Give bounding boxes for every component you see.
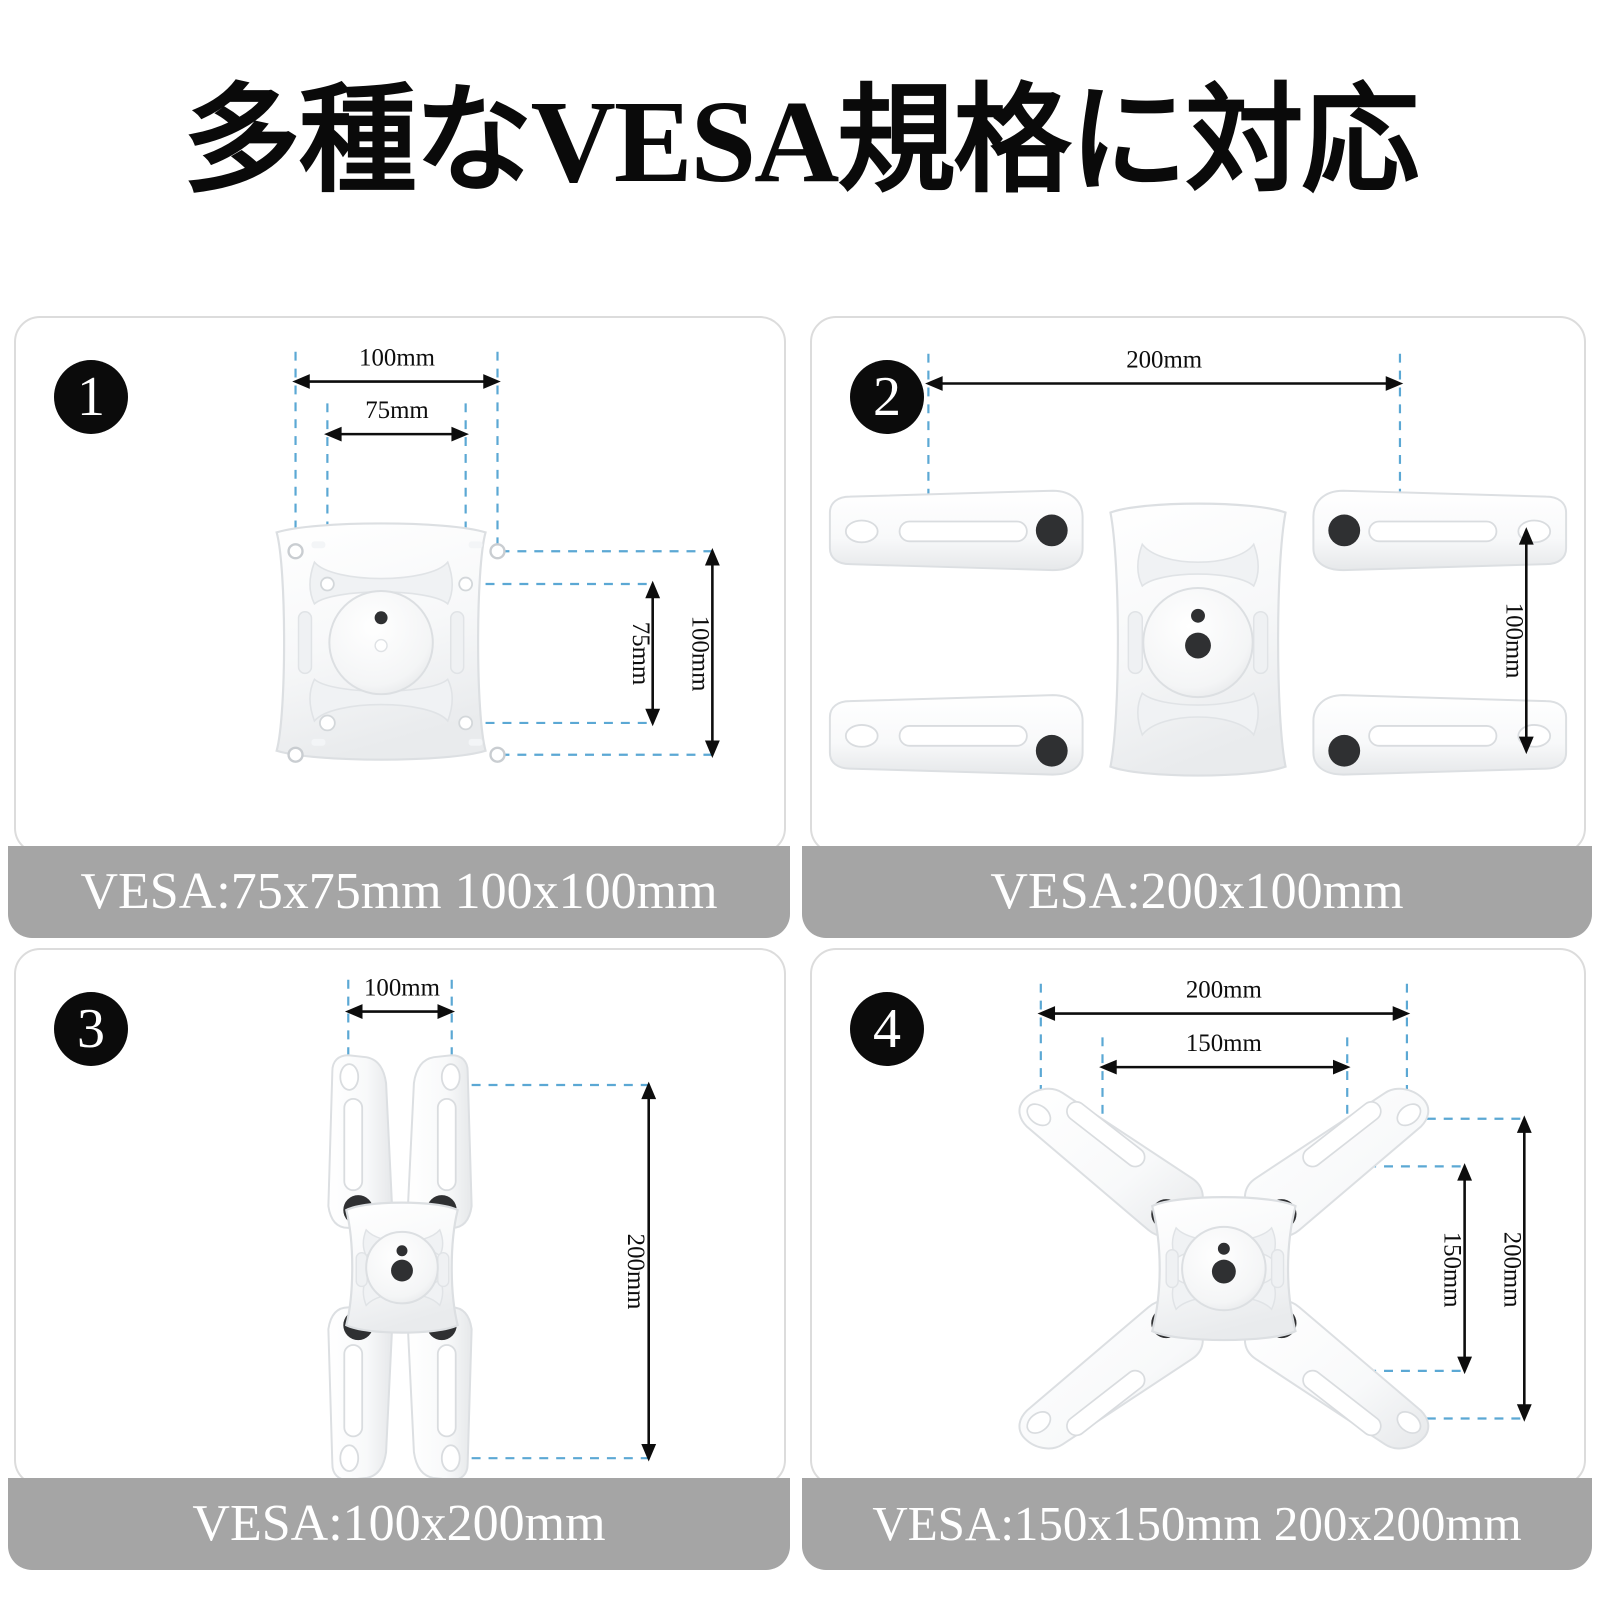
- vesa-panel-3: 100mm 200mm 3: [14, 948, 786, 1486]
- dimension-label: 150mm: [1186, 1030, 1262, 1057]
- dimension-label: 100mm: [359, 345, 435, 372]
- panel-caption-1: VESA:75x75mm 100x100mm: [8, 846, 790, 938]
- dimension-label: 200mm: [1126, 347, 1202, 374]
- dimension-label: 75mm: [365, 397, 429, 424]
- bracket-diagram-3: 100mm 200mm: [16, 950, 784, 1484]
- caption-text: VESA:200x100mm: [990, 863, 1404, 920]
- caption-text: VESA:75x75mm 100x100mm: [80, 863, 718, 920]
- bracket-diagram-2: 200mm 100mm: [812, 318, 1584, 852]
- panel-caption-3: VESA:100x200mm: [8, 1478, 790, 1570]
- vesa-panel-4: 200mm 150mm 150mm 200mm 4: [810, 948, 1586, 1486]
- panel-number-badge: 4: [850, 992, 924, 1066]
- dimension-label: 200mm: [1186, 977, 1262, 1004]
- panel-number-badge: 2: [850, 360, 924, 434]
- caption-text: VESA:100x200mm: [192, 1495, 606, 1552]
- caption-text: VESA:150x150mm 200x200mm: [872, 1496, 1522, 1551]
- vesa-panel-2: 200mm 100mm 2: [810, 316, 1586, 854]
- dimension-label: 100mm: [364, 975, 440, 1002]
- dimension-label: 150mm: [1439, 1232, 1466, 1308]
- panel-number-badge: 3: [54, 992, 128, 1066]
- panel-caption-2: VESA:200x100mm: [802, 846, 1592, 938]
- dimension-label: 100mm: [686, 616, 713, 692]
- dimension-label: 75mm: [627, 622, 654, 685]
- panel-number-badge: 1: [54, 360, 128, 434]
- panel-caption-4: VESA:150x150mm 200x200mm: [802, 1478, 1592, 1570]
- vesa-panel-1: 100mm 75mm 75mm 100mm 1: [14, 316, 786, 854]
- dimension-label: 100mm: [1500, 603, 1527, 679]
- bracket-diagram-1: 100mm 75mm 75mm 100mm: [16, 318, 784, 852]
- bracket-diagram-4: 200mm 150mm 150mm 200mm: [812, 950, 1584, 1484]
- dimension-label: 200mm: [1498, 1232, 1525, 1308]
- page-title: 多種なVESA規格に対応: [182, 76, 1420, 207]
- dimension-label: 200mm: [622, 1234, 649, 1310]
